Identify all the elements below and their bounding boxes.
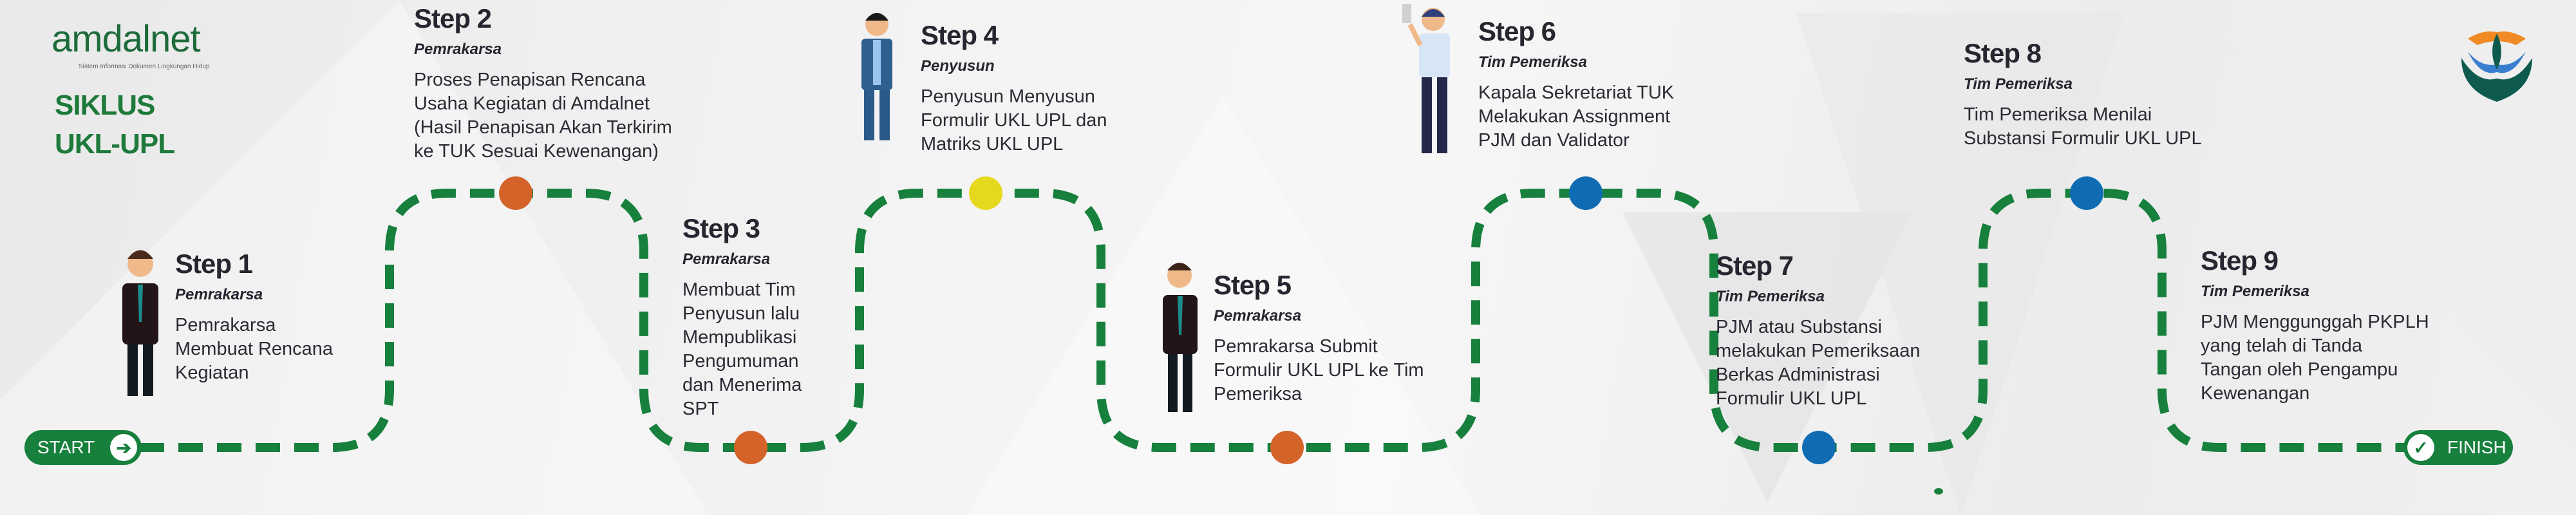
background [0, 0, 2576, 515]
page-title-line1: SIKLUS [55, 90, 155, 121]
marker-step4 [969, 176, 1002, 210]
person-figure-step6 [1402, 4, 1450, 153]
marker-step5 [1270, 431, 1304, 464]
step-title: Step 8 [1964, 38, 2042, 68]
marker-step3 [734, 431, 767, 464]
step-description: Kapala Sekretariat TUK Melakukan Assignm… [1478, 82, 1675, 151]
step-description: Pemrakarsa Membuat Rencana Kegiatan [175, 315, 334, 383]
step-title: Step 4 [921, 20, 999, 50]
marker-step7 [1802, 431, 1836, 464]
step-8: Step 8 Tim Pemeriksa Tim Pemeriksa Menil… [1964, 37, 2202, 151]
step-role: Tim Pemeriksa [1478, 53, 1587, 71]
marker-step2 [499, 176, 532, 210]
step-description: Membuat Tim Penyusun lalu Mempublikasi P… [682, 279, 802, 419]
step-title: Step 9 [2201, 245, 2279, 276]
person-figure-step1 [122, 250, 158, 396]
step-title: Step 3 [682, 213, 760, 243]
step-2: Step 2 Pemrakarsa Proses Penapisan Renca… [414, 3, 672, 164]
arrow-right-icon: ➔ [110, 434, 138, 461]
start-label: START [37, 437, 95, 457]
finish-label: FINISH [2447, 437, 2506, 457]
amdalnet-logo: amdalnet Sistem Informasi Dokumen Lingku… [45, 19, 245, 77]
step-title: Step 2 [414, 3, 492, 33]
checkmark-icon: ✓ [2407, 434, 2434, 461]
step-title: Step 6 [1478, 16, 1556, 46]
step-title: Step 1 [175, 249, 253, 279]
step-role: Pemrakarsa [682, 250, 771, 268]
step-3: Step 3 Pemrakarsa Membuat Tim Penyusun l… [682, 212, 802, 421]
step-1: Step 1 Pemrakarsa Pemrakarsa Membuat Ren… [175, 248, 333, 385]
step-description: PJM atau Substansi melakukan Pemeriksaan… [1716, 317, 1921, 409]
step-title: Step 7 [1716, 250, 1794, 281]
start-badge: START ➔ [24, 430, 142, 465]
step-9: Step 9 Tim Pemeriksa PJM Menggunggah PKP… [2201, 245, 2429, 406]
decorative-dot [1934, 488, 1943, 495]
finish-badge: ✓ FINISH [2403, 430, 2513, 465]
step-role: Tim Pemeriksa [1964, 75, 2073, 93]
page-title-line2: UKL-UPL [55, 128, 175, 160]
marker-step6 [1569, 176, 1603, 210]
person-figure-step4 [861, 13, 892, 140]
step-description: PJM Menggunggah PKPLH yang telah di Tand… [2201, 312, 2429, 404]
step-role: Tim Pemeriksa [1716, 288, 1825, 305]
step-description: Penyusun Menyusun Formulir UKL UPL dan M… [921, 86, 1107, 155]
logo-text: amdalnet [52, 18, 201, 60]
step-6: Step 6 Tim Pemeriksa Kapala Sekretariat … [1478, 15, 1674, 153]
person-figure-step5 [1163, 263, 1198, 412]
step-title: Step 5 [1214, 270, 1292, 300]
government-emblem-logo [2461, 31, 2532, 102]
step-role: Pemrakarsa [414, 41, 502, 58]
step-description: Proses Penapisan Rencana Usaha Kegiatan … [414, 70, 672, 162]
step-role: Pemrakarsa [175, 286, 263, 303]
step-4: Step 4 Penyusun Penyusun Menyusun Formul… [921, 19, 1107, 156]
step-role: Pemrakarsa [1214, 307, 1302, 325]
marker-step8 [2070, 176, 2103, 210]
step-role: Tim Pemeriksa [2201, 283, 2309, 300]
step-description: Pemrakarsa Submit Formulir UKL UPL ke Ti… [1214, 336, 1424, 404]
step-5: Step 5 Pemrakarsa Pemrakarsa Submit Form… [1214, 269, 1424, 406]
step-7: Step 7 Tim Pemeriksa PJM atau Substansi … [1716, 250, 1921, 411]
step-role: Penyusun [921, 57, 995, 75]
step-description: Tim Pemeriksa Menilai Substansi Formulir… [1964, 104, 2202, 149]
logo-tagline: Sistem Informasi Dokumen Lingkungan Hidu… [79, 63, 210, 70]
